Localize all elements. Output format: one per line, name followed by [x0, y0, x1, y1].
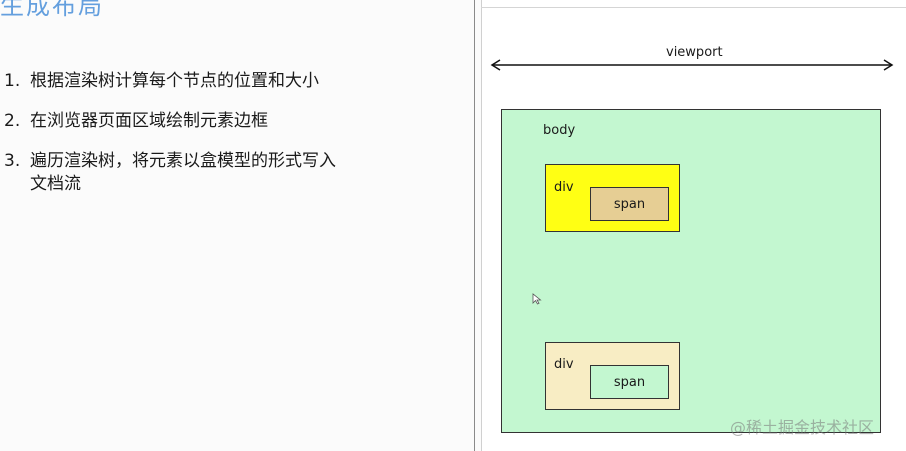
watermark: @稀土掘金技术社区: [730, 418, 875, 437]
pane-divider: [474, 0, 475, 451]
diagram-pane-top-edge: [481, 0, 906, 8]
step-text: 遍历渲染树，将元素以盒模型的形式写入文档流: [30, 151, 336, 194]
step-number: 3.: [4, 151, 21, 171]
step-item: 1. 根据渲染树计算每个节点的位置和大小: [0, 70, 340, 93]
step-text: 在浏览器页面区域绘制元素边框: [30, 111, 268, 131]
step-number: 1.: [4, 71, 21, 91]
span-box: span: [590, 365, 669, 399]
step-item: 2. 在浏览器页面区域绘制元素边框: [0, 110, 340, 133]
viewport-label: viewport: [666, 45, 723, 60]
div-label: div: [554, 180, 574, 195]
viewport-arrow-icon: [490, 59, 894, 71]
slide-title-fragment: 生成布局: [0, 0, 104, 20]
step-item: 3. 遍历渲染树，将元素以盒模型的形式写入文档流: [0, 150, 340, 196]
step-number: 2.: [4, 111, 21, 131]
step-text: 根据渲染树计算每个节点的位置和大小: [30, 71, 319, 91]
div-label: div: [554, 357, 574, 372]
mouse-cursor-icon: [532, 293, 542, 305]
body-label: body: [543, 123, 576, 138]
span-box-highlighted: span: [590, 187, 669, 221]
steps-list: 1. 根据渲染树计算每个节点的位置和大小 2. 在浏览器页面区域绘制元素边框 3…: [0, 70, 340, 213]
